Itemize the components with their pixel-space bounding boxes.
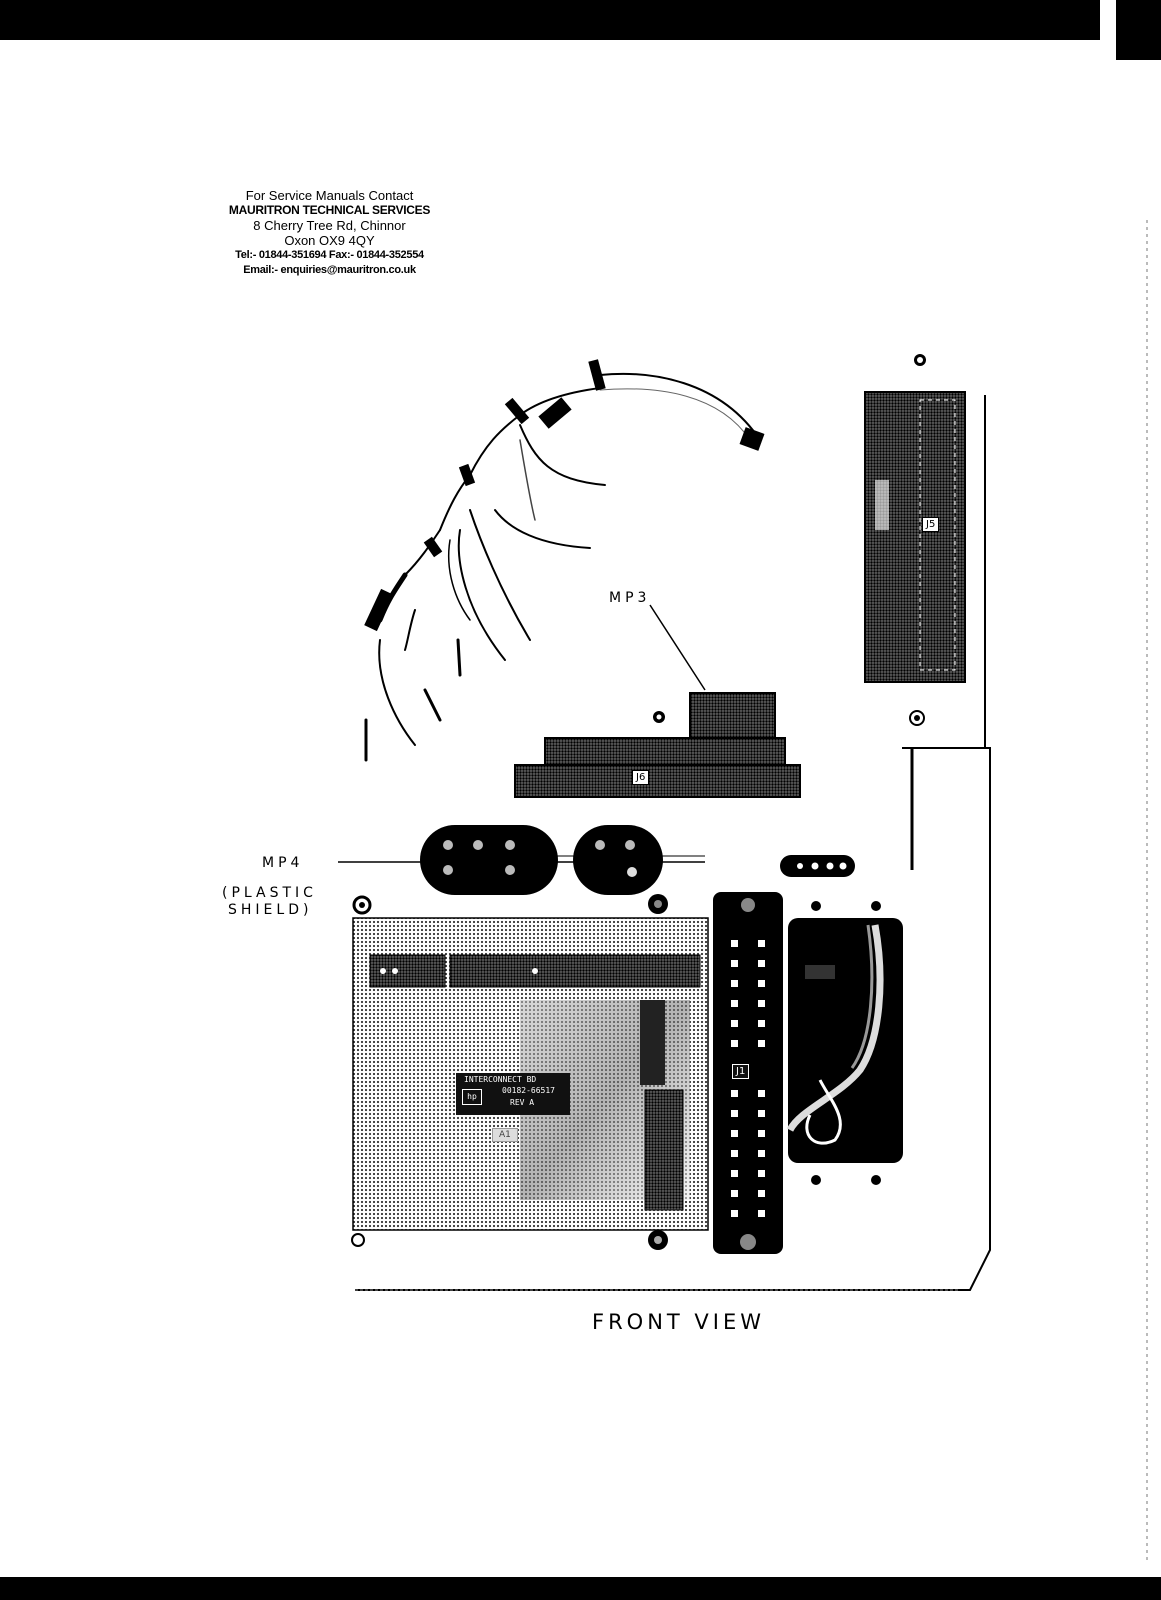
contact-line-3: 8 Cherry Tree Rd, Chinnor (253, 218, 406, 233)
contact-line-1: For Service Manuals Contact (245, 188, 414, 203)
scan-border-top (0, 0, 1100, 40)
board-part-number: 00182-66517 (502, 1086, 555, 1095)
label-mp4: MP4 (262, 855, 304, 871)
scan-edge-right (1146, 220, 1148, 1560)
scan-border-top-right (1116, 0, 1161, 60)
label-plastic-shield-1: (PLASTIC (222, 885, 317, 901)
j6-connector-block (514, 604, 801, 798)
chassis-outline (355, 395, 991, 1291)
board-revision: REV A (510, 1098, 535, 1107)
cable-compartment (786, 918, 903, 1163)
scan-border-bottom (0, 1577, 1161, 1600)
figure-caption: FRONT VIEW (592, 1310, 766, 1334)
service-contact-block: For Service Manuals Contact MAURITRON TE… (212, 188, 447, 278)
contact-line-5: Tel:- 01844-351694 Fax:- 01844-352554 (235, 249, 424, 261)
label-j1: J1 (732, 1064, 750, 1079)
mp4-plastic-shield (338, 825, 855, 895)
label-mp3: MP3 (609, 590, 651, 606)
label-j6: J6 (632, 770, 650, 785)
label-plastic-shield-2: SHIELD) (228, 902, 313, 918)
contact-line-6: Email:- enquiries@mauritron.co.uk (243, 264, 416, 276)
contact-line-2: MAURITRON TECHNICAL SERVICES (228, 203, 431, 217)
interconnect-board-label: INTERCONNECT BD hp 00182-66517 REV A (456, 1073, 570, 1115)
contact-line-4: Oxon OX9 4QY (284, 233, 375, 248)
board-reference-a1: A1 (492, 1128, 518, 1142)
mounting-screws (351, 894, 881, 1250)
interconnect-board-a1 (352, 917, 709, 1231)
board-name: INTERCONNECT BD (464, 1075, 537, 1084)
hp-logo-icon: hp (462, 1089, 482, 1105)
wire-harness (364, 372, 761, 762)
label-j5: J5 (922, 517, 940, 532)
j5-connector-board (864, 354, 966, 726)
cable-ties (364, 359, 765, 632)
